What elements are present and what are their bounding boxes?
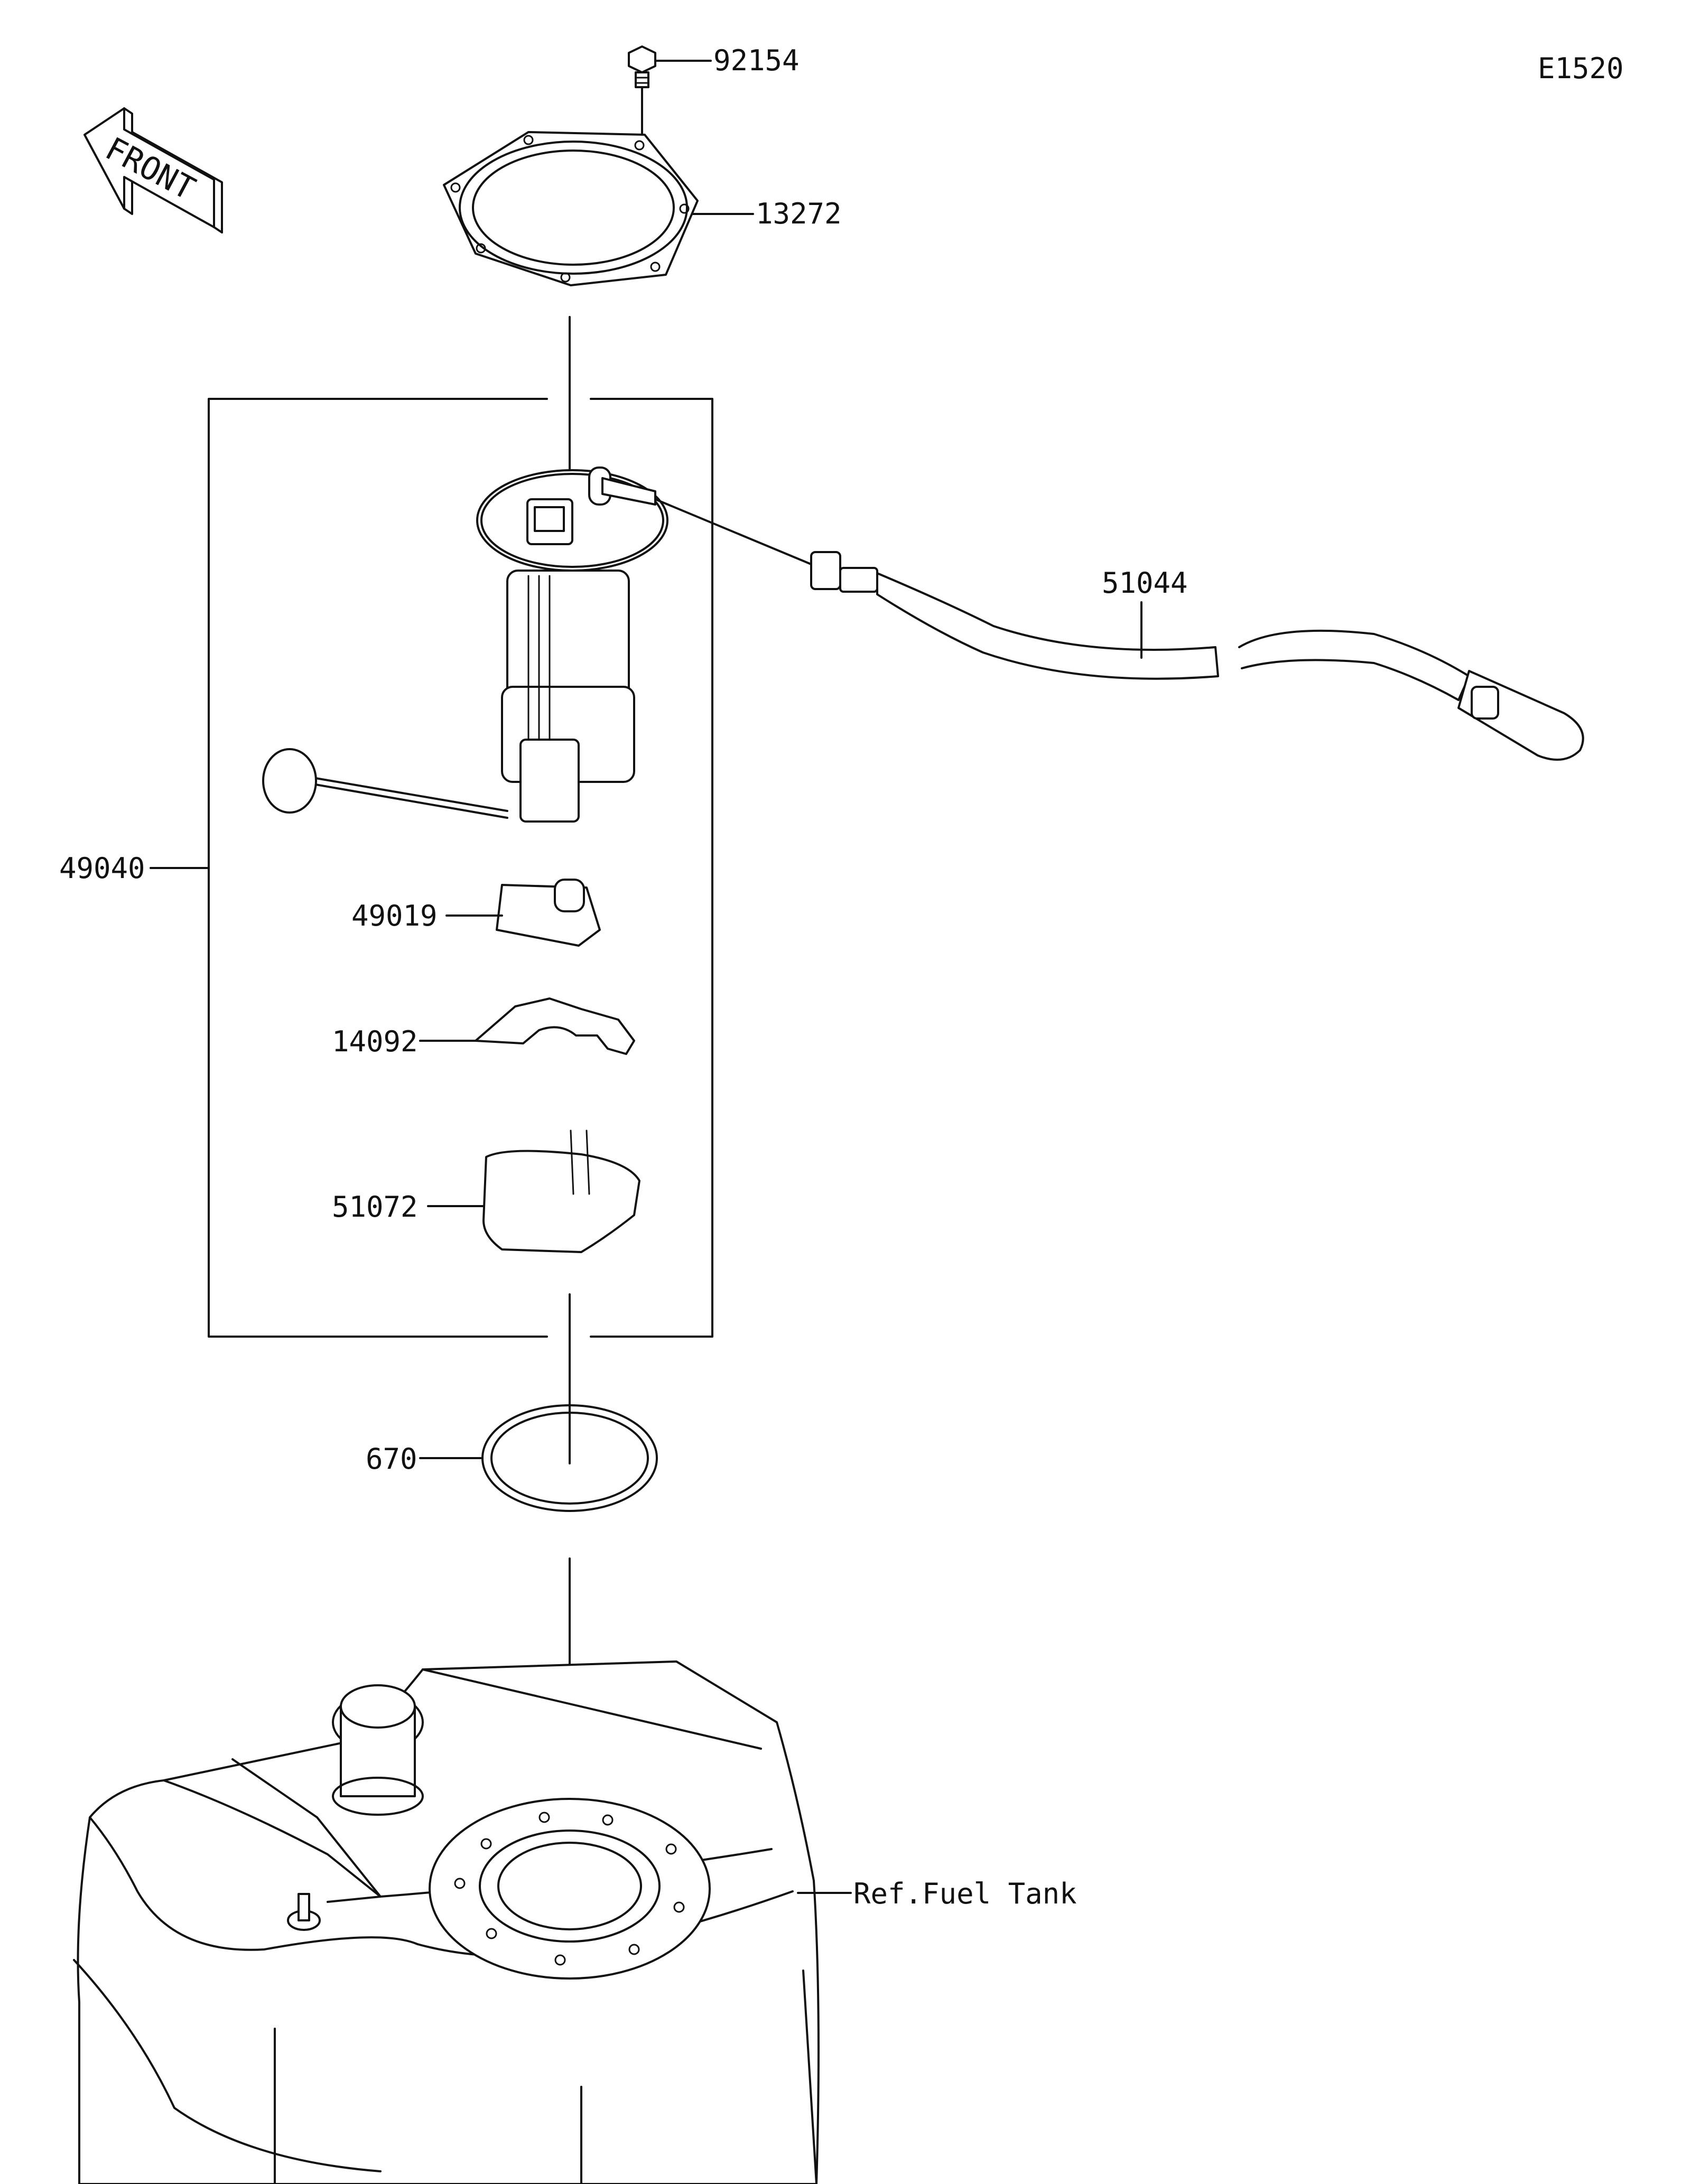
fuel-tank-reference-label: Ref.Fuel Tank xyxy=(853,1877,1077,1910)
part-49019 xyxy=(445,879,601,947)
part-number-49040: 49040 xyxy=(59,852,145,885)
assembly-bracket-49040 xyxy=(150,398,713,1338)
gasket-13272 xyxy=(443,131,754,286)
diagram-code: E1520 xyxy=(1538,52,1624,85)
part-number-670: 670 xyxy=(366,1442,417,1476)
fuel-tank-reference xyxy=(73,1660,852,2184)
fuel-pump-module xyxy=(262,466,812,823)
part-number-13272: 13272 xyxy=(756,197,842,230)
part-number-92154: 92154 xyxy=(713,44,800,77)
o-ring-670 xyxy=(419,1404,658,1512)
part-51072 xyxy=(427,1130,640,1253)
part-number-51044: 51044 xyxy=(1102,566,1188,600)
part-14092 xyxy=(419,997,635,1055)
bolt-92154 xyxy=(628,45,712,144)
front-arrow-icon: FRONT xyxy=(83,107,223,234)
fuel-hose-51044 xyxy=(810,551,1584,761)
part-number-14092: 14092 xyxy=(332,1025,418,1058)
part-number-51072: 51072 xyxy=(332,1190,418,1224)
part-number-49019: 49019 xyxy=(351,899,438,932)
